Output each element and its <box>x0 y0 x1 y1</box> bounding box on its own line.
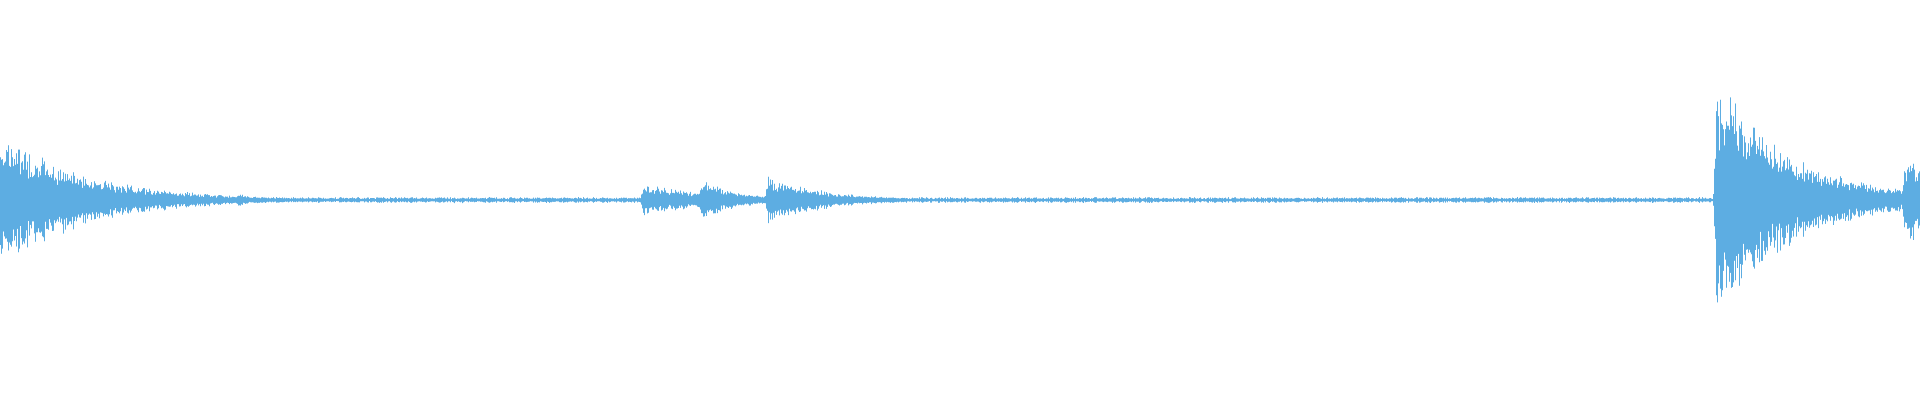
waveform-path <box>0 97 1920 303</box>
waveform-samples <box>0 97 1920 303</box>
